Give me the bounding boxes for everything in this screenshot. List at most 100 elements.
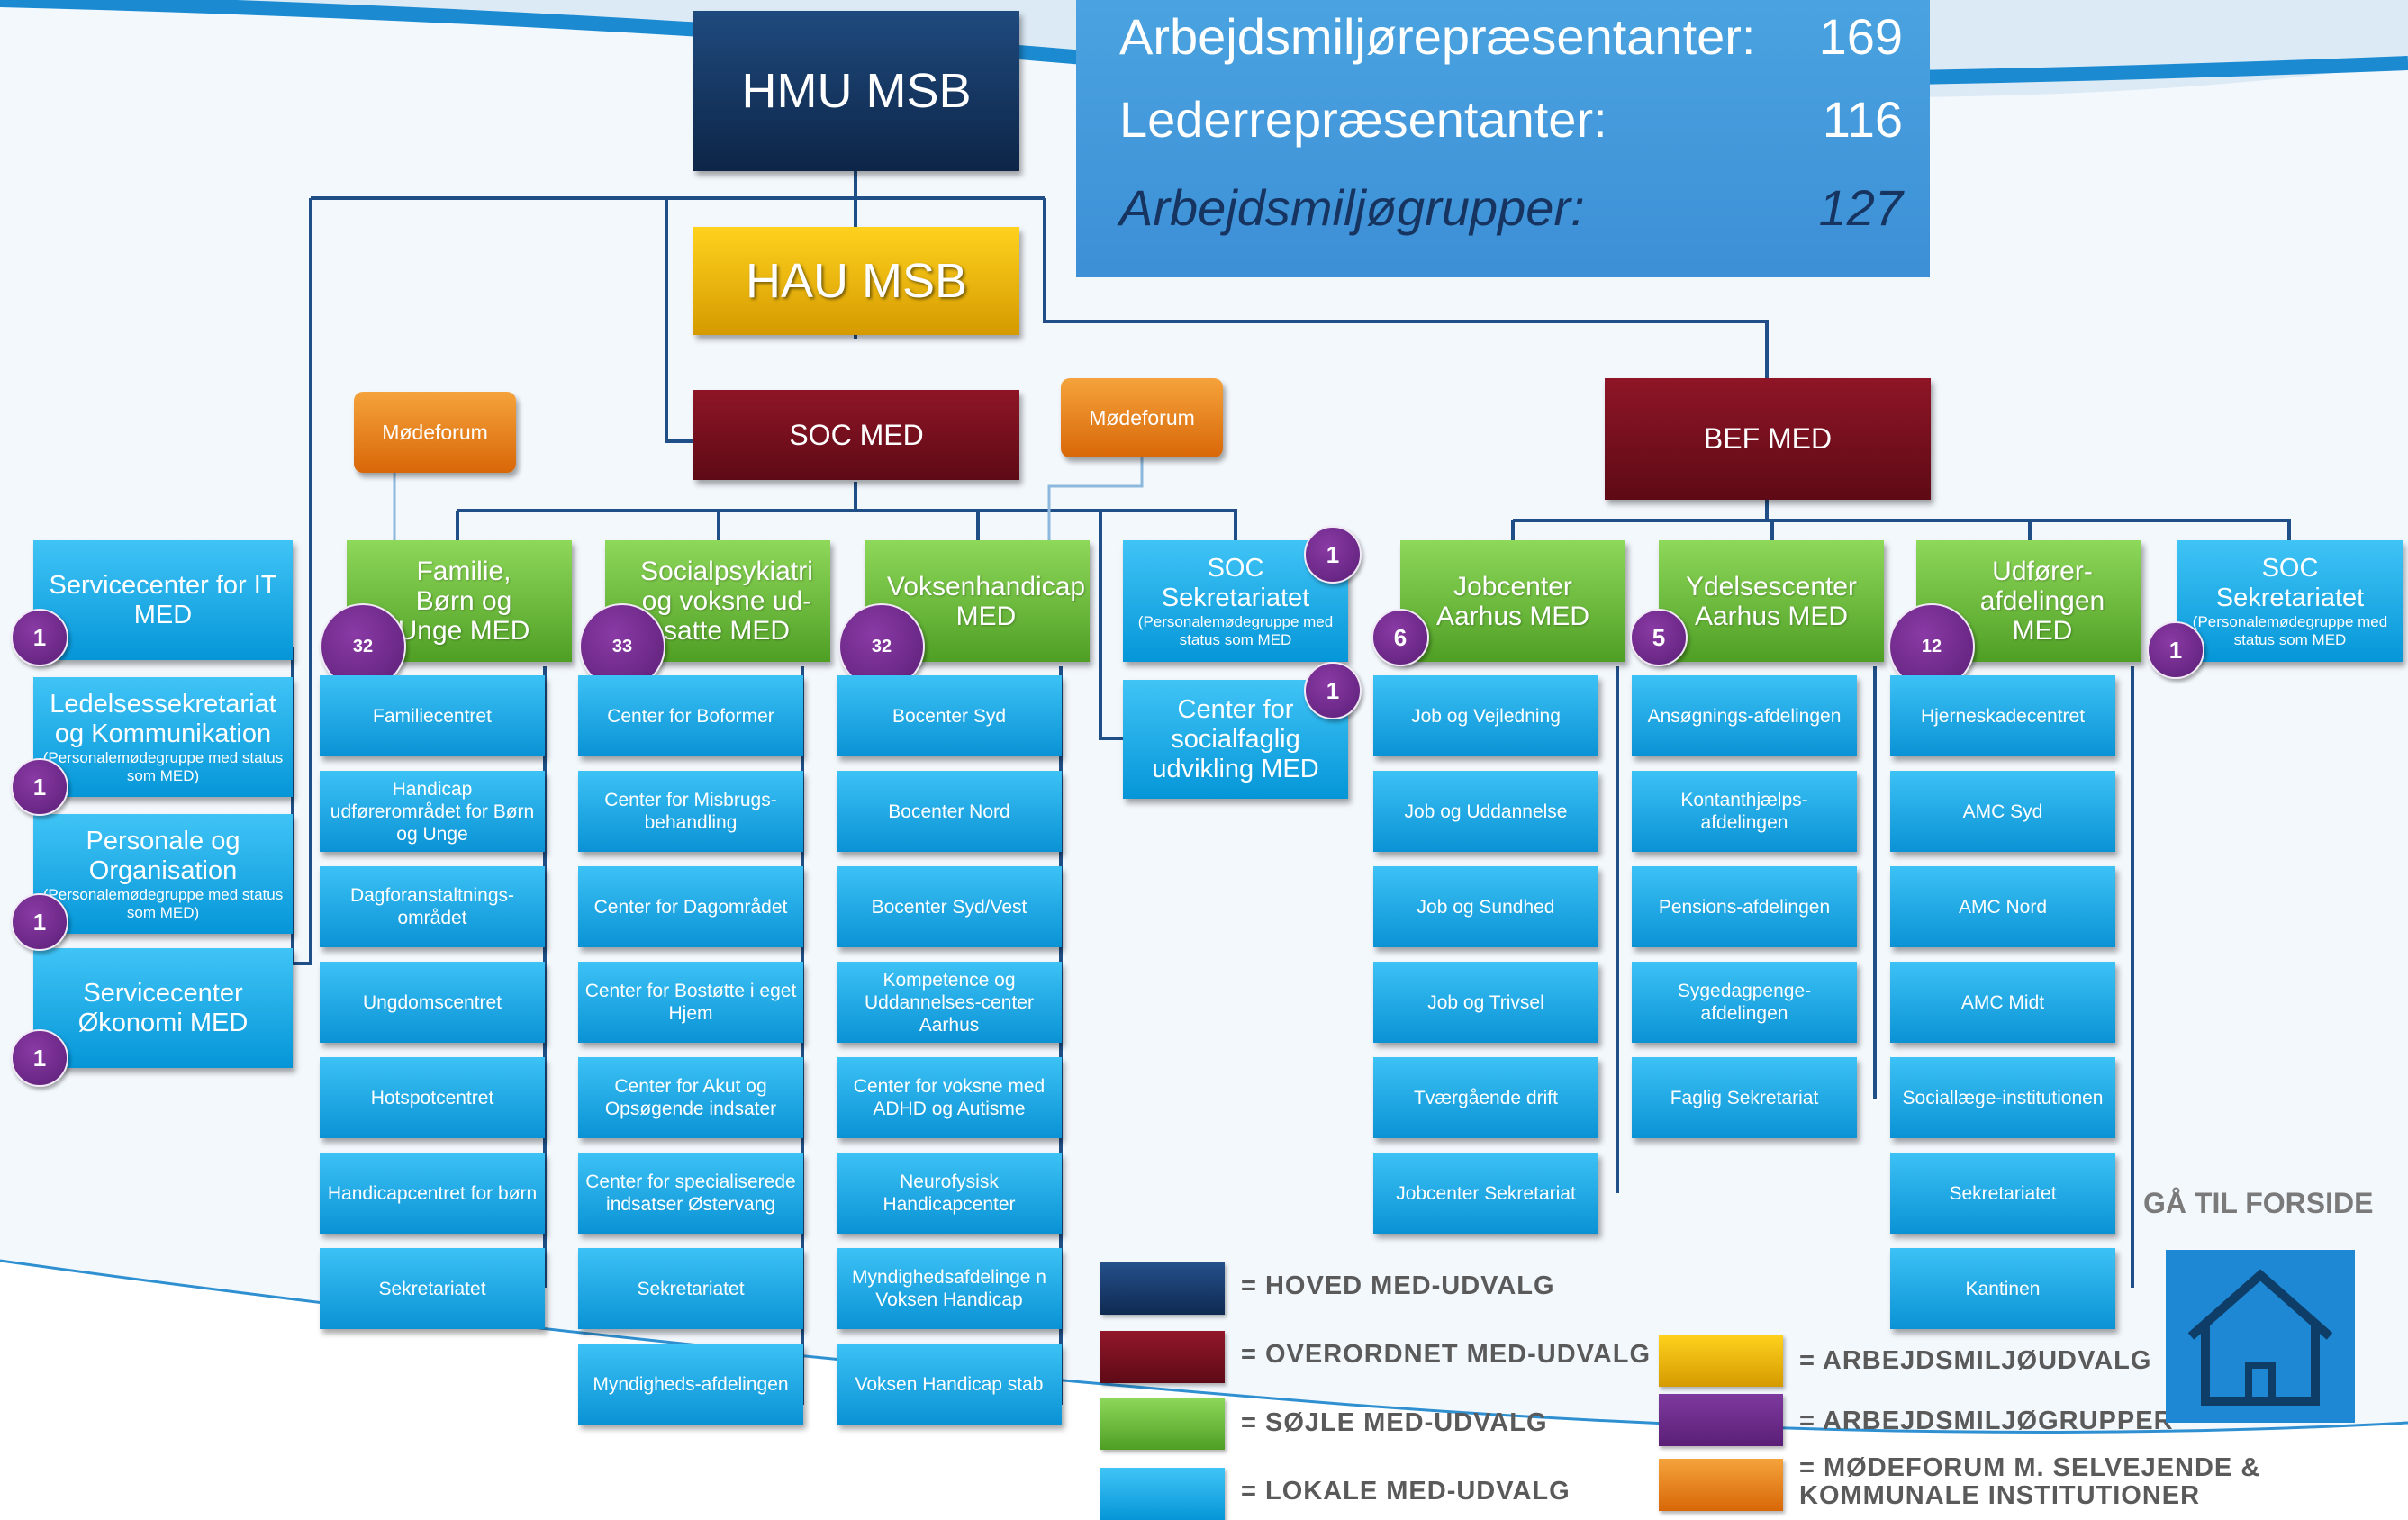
- unit-box[interactable]: Hotspotcentret: [320, 1057, 545, 1138]
- unit-box[interactable]: AMC Midt: [1890, 962, 2115, 1043]
- badge-jobcenter: 6: [1371, 609, 1429, 666]
- bef-soc-sekretariat-title: SOC Sekretariatet: [2215, 553, 2365, 612]
- left-box-ledelsessekretariat[interactable]: Ledelsessekretariat og Kommunikation (Pe…: [33, 677, 293, 797]
- legend-swatch-hoved: [1100, 1262, 1225, 1315]
- unit-box[interactable]: Job og Vejledning: [1373, 675, 1598, 756]
- unit-box[interactable]: Ansøgnings-afdelingen: [1632, 675, 1857, 756]
- unit-box[interactable]: Myndighedsafdelinge n Voksen Handicap: [837, 1248, 1062, 1329]
- modeforum-right-box[interactable]: Mødeforum: [1061, 378, 1223, 457]
- unit-box[interactable]: Myndigheds-afdelingen: [578, 1344, 803, 1425]
- unit-box[interactable]: Center for Misbrugs-behandling: [578, 771, 803, 852]
- bef-soc-sekretariat-box[interactable]: SOC Sekretariatet (Personalemødegruppe m…: [2177, 540, 2403, 662]
- home-button[interactable]: [2166, 1250, 2355, 1423]
- legend-label-hoved: = HOVED MED-UDVALG: [1241, 1271, 1555, 1300]
- unit-box[interactable]: Center for Boformer: [578, 675, 803, 756]
- unit-box[interactable]: Jobcenter Sekretariat: [1373, 1153, 1598, 1234]
- unit-box[interactable]: Sekretariatet: [320, 1248, 545, 1329]
- home-link[interactable]: GÅ TIL FORSIDE: [2143, 1187, 2374, 1219]
- column-title: Udfører-afdelingen MED: [1979, 556, 2105, 646]
- unit-box[interactable]: Sekretariatet: [1890, 1153, 2115, 1234]
- unit-box[interactable]: Job og Uddannelse: [1373, 771, 1598, 852]
- badge-left-3: 1: [11, 1029, 68, 1087]
- unit-box[interactable]: Kantinen: [1890, 1248, 2115, 1329]
- unit-box[interactable]: Bocenter Syd: [837, 675, 1062, 756]
- badge-left-0: 1: [11, 609, 68, 666]
- legend-label-sojle: = SØJLE MED-UDVALG: [1241, 1408, 1548, 1437]
- unit-box[interactable]: Bocenter Syd/Vest: [837, 866, 1062, 947]
- soc-sekretariat-title: SOC Sekretariatet: [1161, 553, 1310, 612]
- left-box-personale[interactable]: Personale og Organisation (Personalemøde…: [33, 814, 293, 934]
- unit-box[interactable]: Center for voksne med ADHD og Autisme: [837, 1057, 1062, 1138]
- legend-label-arbejdsmiljoudvalg: = ARBEJDSMILJØUDVALG: [1799, 1346, 2152, 1375]
- unit-box[interactable]: Sekretariatet: [578, 1248, 803, 1329]
- soc-col-familie-header[interactable]: Familie, Børn og Unge MED: [347, 540, 572, 662]
- unit-box[interactable]: Tværgående drift: [1373, 1057, 1598, 1138]
- legend-swatch-overordnet: [1100, 1331, 1225, 1383]
- house-icon: [2187, 1269, 2333, 1406]
- unit-box[interactable]: Job og Trivsel: [1373, 962, 1598, 1043]
- left-box-title: Servicecenter for IT MED: [49, 570, 277, 629]
- modeforum-left-box[interactable]: Mødeforum: [354, 392, 516, 473]
- unit-box[interactable]: AMC Syd: [1890, 771, 2115, 852]
- badge-center-socialfaglig: 1: [1304, 662, 1362, 719]
- column-title: Ydelsescenter Aarhus MED: [1685, 571, 1858, 631]
- column-title: Voksenhandicap MED: [886, 571, 1086, 631]
- left-box-it[interactable]: Servicecenter for IT MED: [33, 540, 293, 660]
- legend-label-arbejdsmiljogrupper: = ARBEJDSMILJØGRUPPER: [1799, 1407, 2174, 1435]
- unit-box[interactable]: Kontanthjælps-afdelingen: [1632, 771, 1857, 852]
- unit-box[interactable]: Center for Akut og Opsøgende indsater: [578, 1057, 803, 1138]
- stat-value: 169: [1818, 7, 1903, 65]
- unit-box[interactable]: Handicap udførerområdet for Børn og Unge: [320, 771, 545, 852]
- legend-swatch-modeforum: [1659, 1459, 1783, 1511]
- badge-left-2: 1: [11, 893, 68, 951]
- stat-label: Arbejdsmiljørepræsentanter:: [1119, 7, 1756, 65]
- stat-value: 116: [1822, 90, 1903, 148]
- unit-box[interactable]: Bocenter Nord: [837, 771, 1062, 852]
- stats-panel: Arbejdsmiljørepræsentanter: 169 Lederrep…: [1076, 0, 1930, 277]
- hau-msb-label: HAU MSB: [745, 254, 968, 308]
- soc-sekretariat-box[interactable]: SOC Sekretariatet (Personalemødegruppe m…: [1123, 540, 1348, 662]
- center-socialfaglig-title: Center for socialfaglig udvikling MED: [1152, 694, 1319, 783]
- stat-value: 127: [1818, 178, 1903, 236]
- hmu-msb-box[interactable]: HMU MSB: [693, 11, 1019, 171]
- unit-box[interactable]: Pensions-afdelingen: [1632, 866, 1857, 947]
- unit-box[interactable]: Neurofysisk Handicapcenter: [837, 1153, 1062, 1234]
- unit-box[interactable]: Hjerneskadecentret: [1890, 675, 2115, 756]
- stat-row-representatives: Arbejdsmiljørepræsentanter: 169: [1119, 0, 1903, 72]
- bef-soc-sekretariat-subtitle: (Personalemødegruppe med status som MED: [2192, 612, 2388, 648]
- unit-box[interactable]: Sociallæge-institutionen: [1890, 1057, 2115, 1138]
- unit-box[interactable]: Center for specialiserede indsatser Øste…: [578, 1153, 803, 1234]
- legend-swatch-arbejdsmiljogrupper: [1659, 1394, 1783, 1446]
- unit-box[interactable]: Handicapcentret for børn: [320, 1153, 545, 1234]
- unit-box[interactable]: Job og Sundhed: [1373, 866, 1598, 947]
- unit-box[interactable]: Center for Bostøtte i eget Hjem: [578, 962, 803, 1043]
- unit-box[interactable]: Familiecentret: [320, 675, 545, 756]
- bef-col-jobcenter-header[interactable]: Jobcenter Aarhus MED: [1400, 540, 1625, 662]
- left-box-subtitle: (Personalemødegruppe med status som MED): [42, 748, 284, 784]
- bef-med-box[interactable]: BEF MED: [1605, 378, 1931, 500]
- unit-box[interactable]: Ungdomscentret: [320, 962, 545, 1043]
- badge-soc-sekretariat: 1: [1304, 526, 1362, 584]
- hmu-msb-label: HMU MSB: [741, 64, 972, 118]
- legend-swatch-arbejdsmiljoudvalg: [1659, 1335, 1783, 1387]
- unit-box[interactable]: Kompetence og Uddannelses-center Aarhus: [837, 962, 1062, 1043]
- bef-med-label: BEF MED: [1703, 422, 1833, 455]
- hau-msb-box[interactable]: HAU MSB: [693, 227, 1019, 335]
- soc-med-label: SOC MED: [789, 418, 924, 451]
- stat-row-leaders: Lederrepræsentanter: 116: [1119, 83, 1903, 155]
- left-box-okonomi[interactable]: Servicecenter Økonomi MED: [33, 948, 293, 1068]
- unit-box[interactable]: Sygedagpenge-afdelingen: [1632, 962, 1857, 1043]
- unit-box[interactable]: Voksen Handicap stab: [837, 1344, 1062, 1425]
- bef-col-ydelsescenter-header[interactable]: Ydelsescenter Aarhus MED: [1659, 540, 1884, 662]
- unit-box[interactable]: Dagforanstaltnings-området: [320, 866, 545, 947]
- left-box-title: Personale og Organisation: [86, 826, 240, 885]
- stat-label: Arbejdsmiljøgrupper:: [1119, 178, 1585, 236]
- legend-label-modeforum: = MØDEFORUM M. SELVEJENDE & KOMMUNALE IN…: [1799, 1453, 2261, 1510]
- legend-swatch-lokale: [1100, 1468, 1225, 1520]
- legend-swatch-sojle: [1100, 1398, 1225, 1450]
- soc-med-box[interactable]: SOC MED: [693, 390, 1019, 480]
- unit-box[interactable]: AMC Nord: [1890, 866, 2115, 947]
- unit-box[interactable]: Center for Dagområdet: [578, 866, 803, 947]
- unit-box[interactable]: Faglig Sekretariat: [1632, 1057, 1857, 1138]
- stat-row-groups: Arbejdsmiljøgrupper: 127: [1119, 171, 1903, 243]
